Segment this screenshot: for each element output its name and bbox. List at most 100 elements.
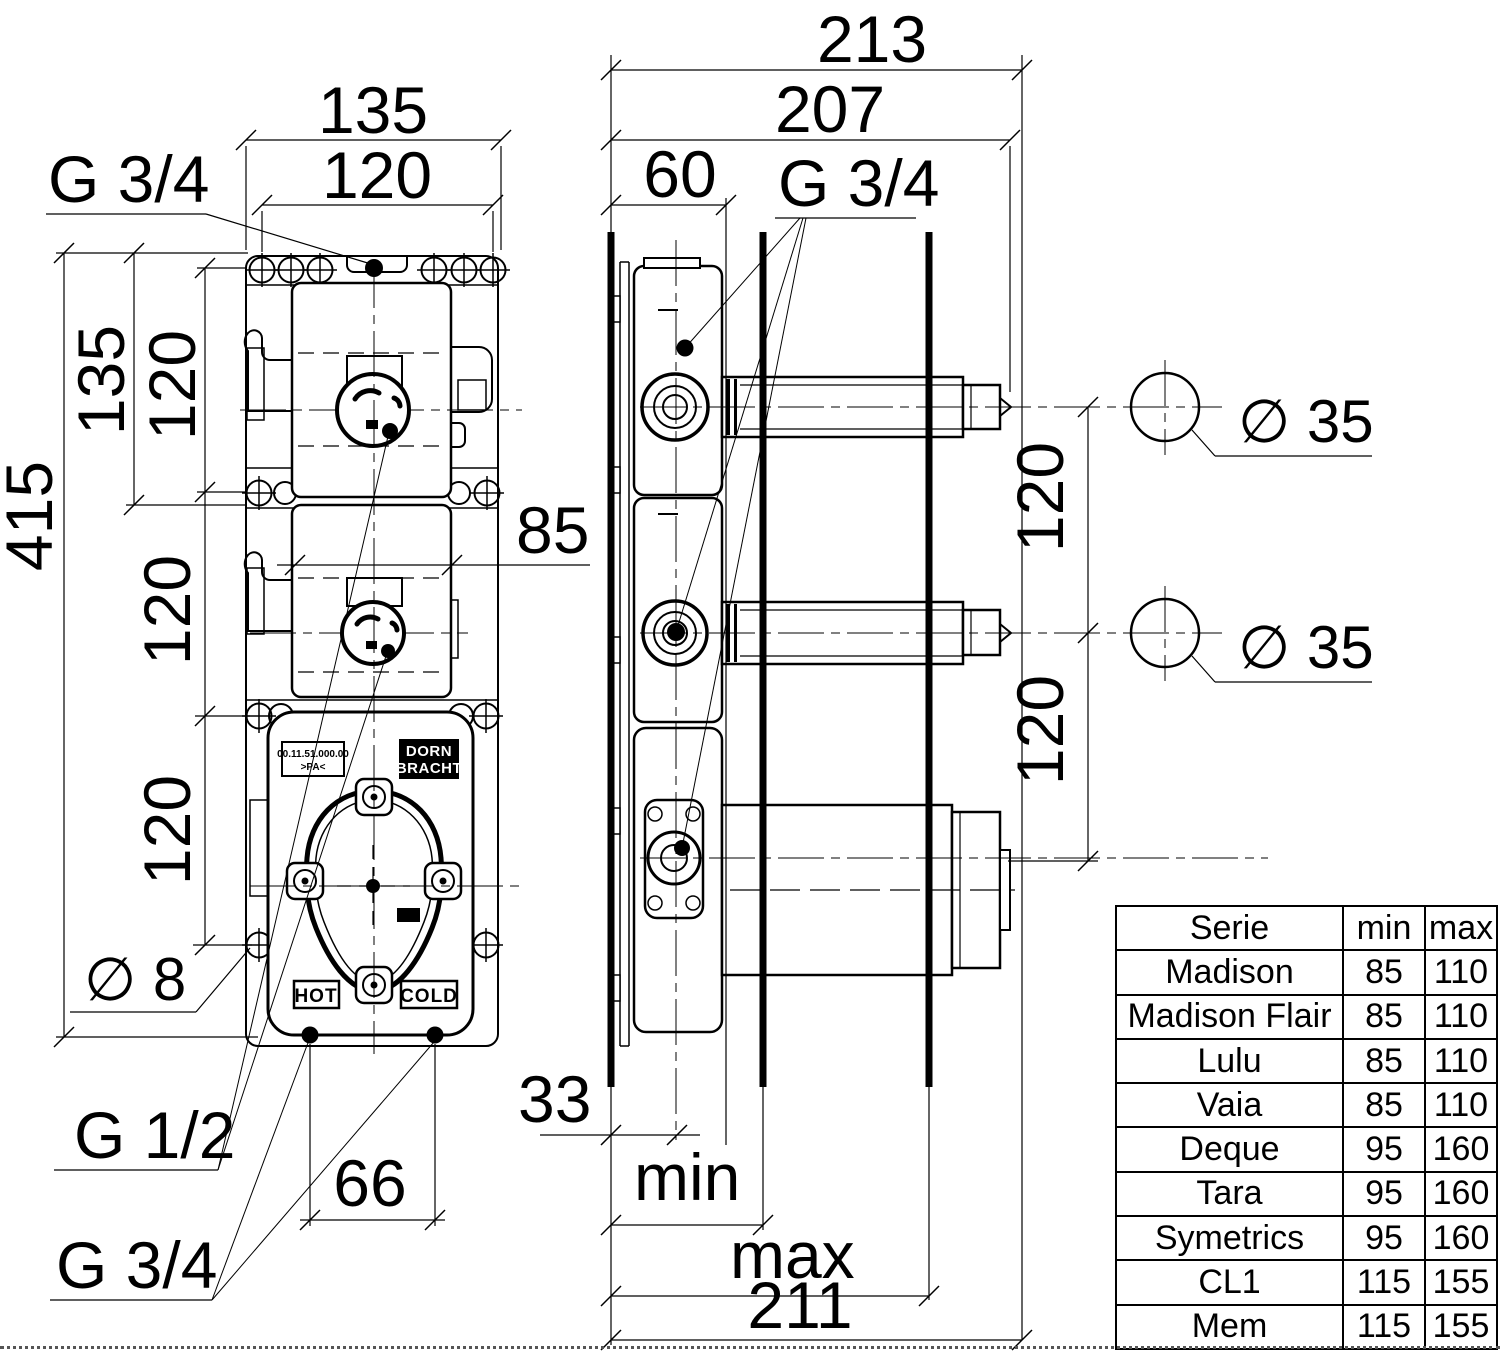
dim-body-width: 85 bbox=[516, 493, 589, 567]
table-cell: 85 bbox=[1342, 1082, 1426, 1129]
wall-lines bbox=[607, 55, 1023, 1345]
dim-depth-total: 213 bbox=[817, 2, 927, 76]
dim-spacing-3: 120 bbox=[130, 775, 204, 885]
table-cell: 85 bbox=[1342, 993, 1426, 1040]
table-cell: Madison Flair bbox=[1115, 993, 1344, 1040]
side-dimensions: 213 207 60 G 3/4 120 120 bbox=[518, 2, 1374, 1351]
cold-port-dot bbox=[426, 1026, 444, 1044]
table-cell: Madison bbox=[1115, 949, 1344, 996]
thermostat-flange bbox=[643, 798, 705, 920]
table-cell: 160 bbox=[1424, 1126, 1498, 1173]
valve-1-port-dot bbox=[382, 423, 398, 439]
table-cell: 155 bbox=[1424, 1259, 1498, 1306]
side-valve-2 bbox=[632, 496, 1013, 724]
front-thermostat: 00.11.51.000.00 >PA< DORN BRACHT bbox=[266, 710, 475, 1044]
table-cell: 95 bbox=[1342, 1215, 1426, 1262]
front-backplate bbox=[245, 255, 499, 1047]
dim-height-top: 135 bbox=[64, 325, 138, 435]
label-min: min bbox=[634, 1140, 740, 1214]
dim-height-total: 415 bbox=[0, 461, 66, 571]
dim-depth-body: 207 bbox=[775, 72, 885, 146]
front-module-1 bbox=[240, 281, 522, 499]
dim-spacing-1: 120 bbox=[135, 330, 209, 440]
front-view: 00.11.51.000.00 >PA< DORN BRACHT bbox=[0, 73, 590, 1302]
dim-screw-hole: ∅ 8 bbox=[84, 946, 186, 1013]
table-cell: 95 bbox=[1342, 1170, 1426, 1218]
boss-left bbox=[285, 861, 325, 901]
table-cell: 160 bbox=[1424, 1170, 1498, 1218]
side-view: 213 207 60 G 3/4 120 120 bbox=[518, 2, 1374, 1351]
front-module-2 bbox=[250, 503, 468, 699]
part-number-line2: >PA< bbox=[301, 762, 326, 773]
table-cell: 95 bbox=[1342, 1126, 1426, 1173]
side-thermostat bbox=[632, 726, 1015, 1034]
table-cell: Deque bbox=[1115, 1126, 1344, 1173]
table-cell: Symetrics bbox=[1115, 1215, 1344, 1262]
table-cell: Mem bbox=[1115, 1303, 1344, 1350]
table-cell: 115 bbox=[1342, 1303, 1426, 1350]
table-header-cell: Serie bbox=[1115, 904, 1344, 952]
brand-line2: BRACHT bbox=[396, 760, 462, 777]
valve-2-port-dot bbox=[381, 644, 395, 658]
dim-spacing-2: 120 bbox=[130, 555, 204, 665]
cold-label: COLD bbox=[400, 986, 458, 1007]
table-header-cell: min bbox=[1342, 904, 1426, 952]
table-header-cell: max bbox=[1424, 904, 1498, 952]
thread-ports-label: G 3/4 bbox=[778, 146, 939, 220]
hot-label: HOT bbox=[294, 986, 337, 1007]
dim-hole-dia-top: ∅ 35 bbox=[1238, 388, 1374, 455]
dim-spacing-bottom: 120 bbox=[1003, 675, 1077, 785]
dim-inlet-spacing: 66 bbox=[333, 1146, 406, 1220]
valve-1 bbox=[335, 372, 411, 448]
thermostat-marker bbox=[397, 908, 420, 922]
thread-top-label: G 3/4 bbox=[48, 142, 209, 216]
table-cell: Tara bbox=[1115, 1170, 1344, 1218]
dim-width-outer: 135 bbox=[318, 73, 428, 147]
front-dimensions: 135 120 G 3/4 415 135 120 120 120 bbox=[0, 73, 590, 1302]
table-cell: 110 bbox=[1424, 993, 1498, 1040]
hot-label-box bbox=[292, 979, 341, 1010]
hot-port-dot bbox=[301, 1026, 319, 1044]
table-cell: 160 bbox=[1424, 1215, 1498, 1262]
dim-hole-dia-mid: ∅ 35 bbox=[1238, 614, 1374, 681]
table-cell: 110 bbox=[1424, 1082, 1498, 1129]
label-max: max bbox=[730, 1218, 855, 1292]
cold-label-box bbox=[399, 979, 459, 1010]
thread-outlet-label: G 1/2 bbox=[74, 1098, 235, 1172]
dim-spacing-top: 120 bbox=[1003, 442, 1077, 552]
dim-depth-max: 211 bbox=[747, 1268, 852, 1342]
table-cell: 155 bbox=[1424, 1303, 1498, 1350]
front-right-tabs bbox=[451, 346, 493, 659]
valve-2 bbox=[340, 600, 406, 666]
dim-depth-front: 60 bbox=[643, 137, 716, 211]
brand-line1: DORN bbox=[406, 743, 452, 760]
side-valve-1 bbox=[632, 257, 1013, 497]
part-number-line1: 00.11.51.000.00 bbox=[277, 749, 349, 760]
table-cell: 85 bbox=[1342, 1037, 1426, 1085]
dim-wall-offset: 33 bbox=[518, 1062, 591, 1136]
table-cell: Lulu bbox=[1115, 1037, 1344, 1085]
brand-logo: DORN BRACHT bbox=[396, 739, 462, 779]
table-cell: 115 bbox=[1342, 1259, 1426, 1306]
boss-right bbox=[423, 861, 463, 901]
thread-inlet-label: G 3/4 bbox=[56, 1228, 217, 1302]
table-cell: CL1 bbox=[1115, 1259, 1344, 1306]
dim-width-holes: 120 bbox=[322, 138, 432, 212]
table-cell: 110 bbox=[1424, 1037, 1498, 1085]
